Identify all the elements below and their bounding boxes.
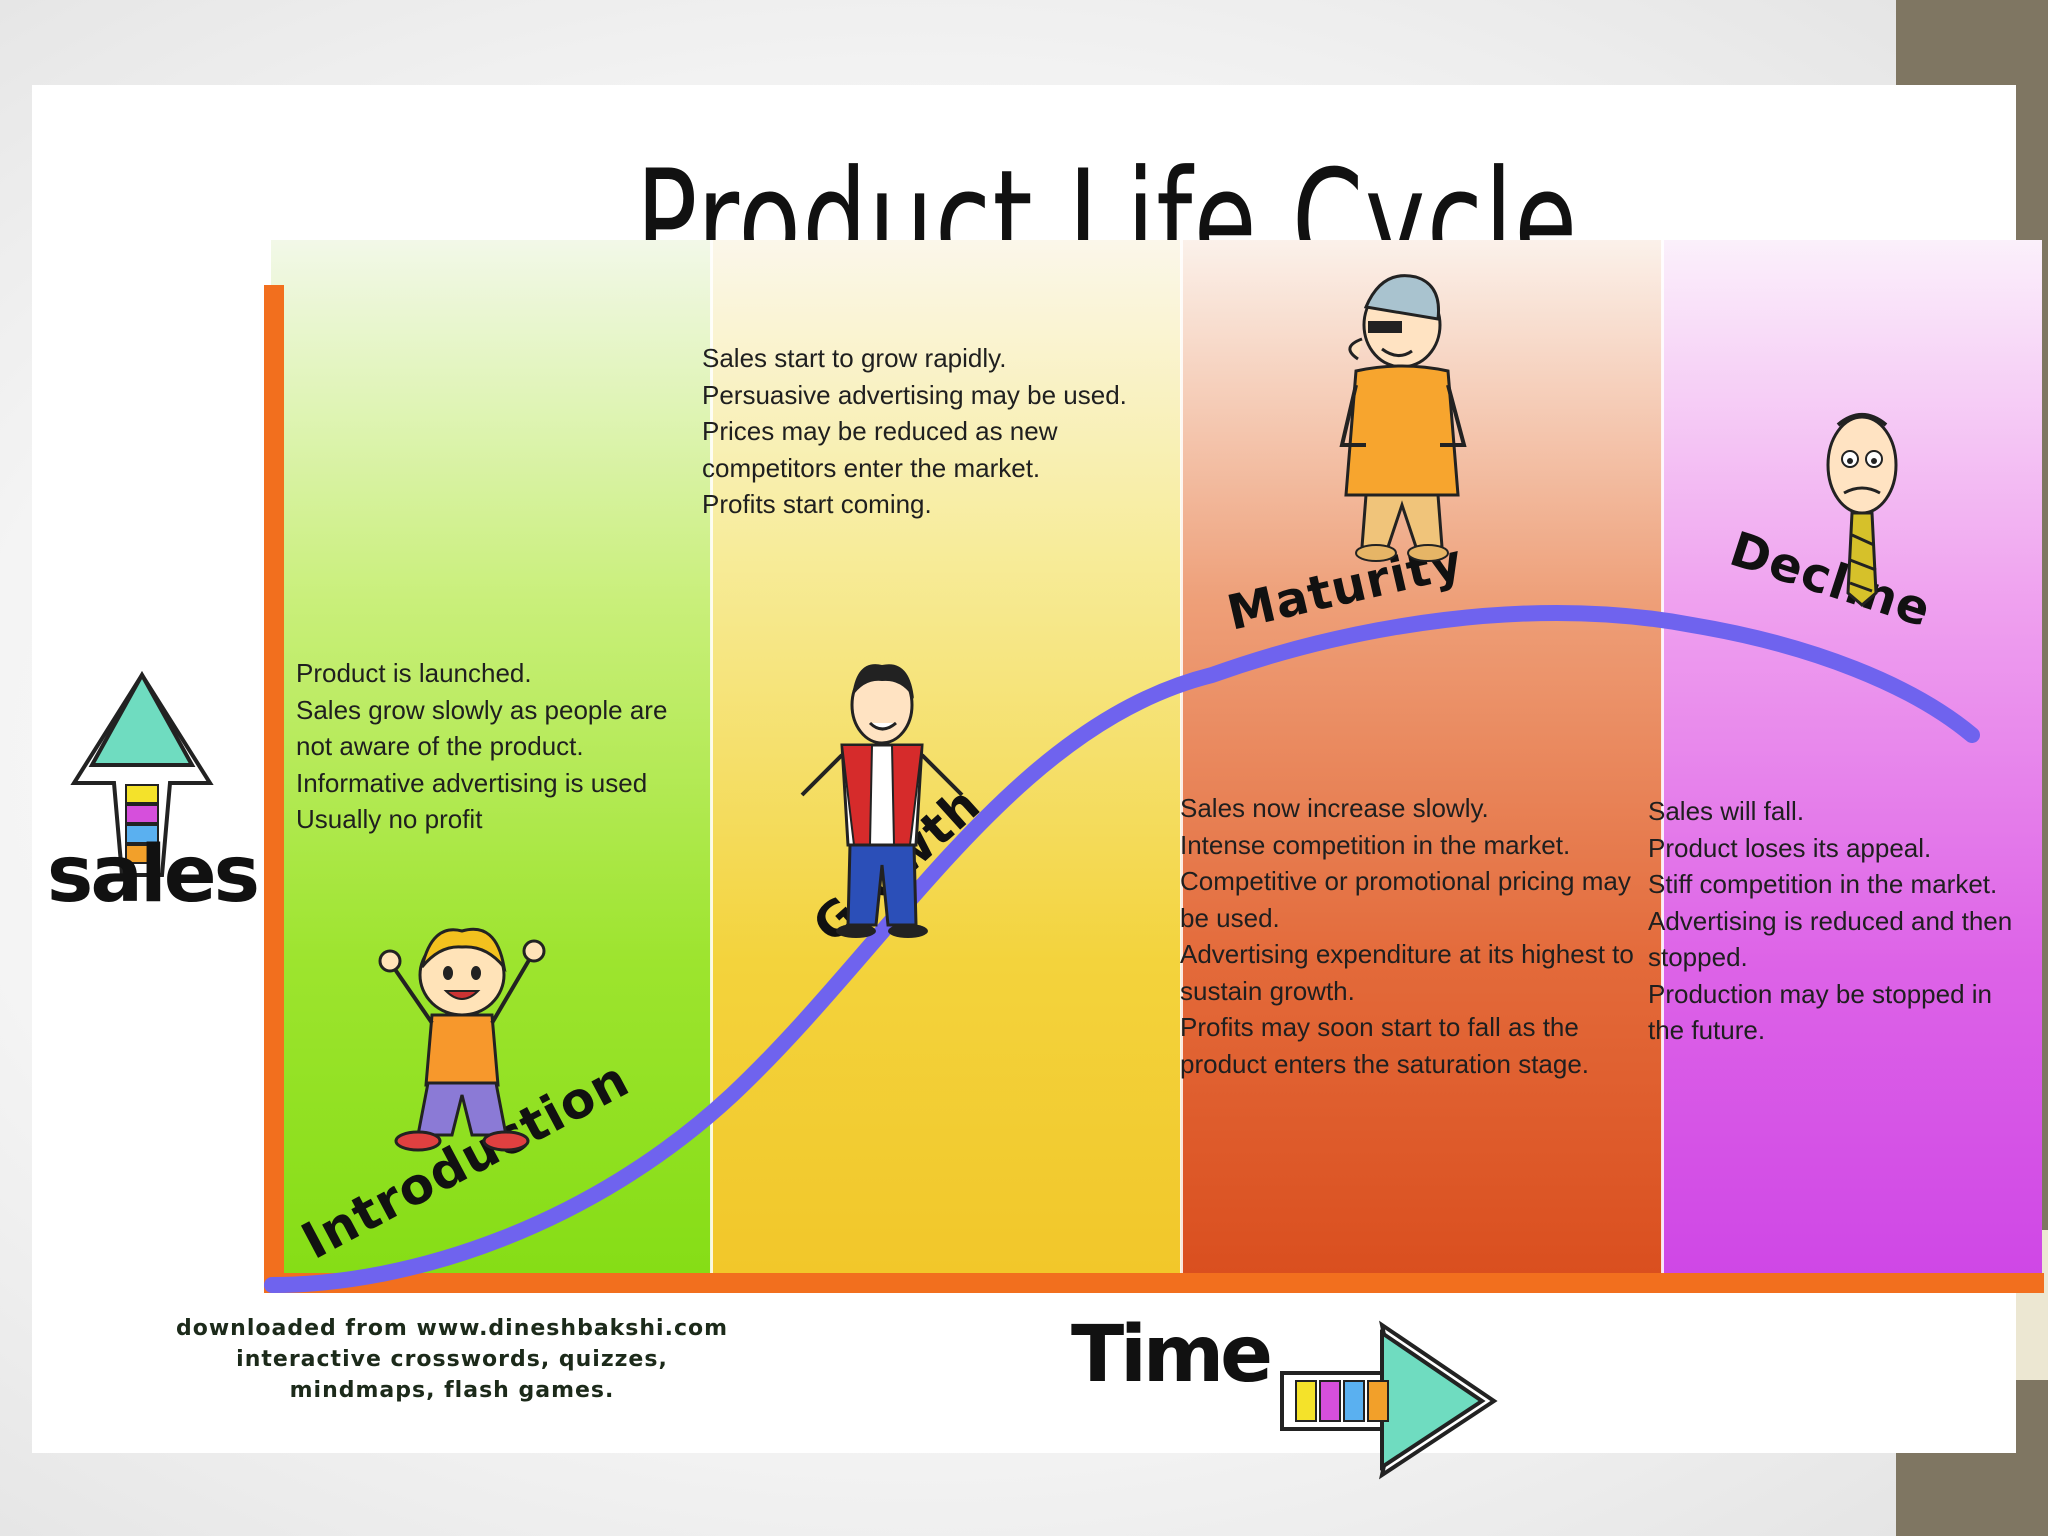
child-cartoon [378,927,546,1152]
maturity-description: Sales now increase slowly. Intense compe… [1180,793,1634,1079]
x-axis [264,1273,2044,1293]
zone-divider [710,240,713,1273]
right-arrow-icon [1280,1320,1498,1480]
zone-decline [1662,240,2042,1273]
zone-divider [1180,240,1183,1273]
growth-description: Sales start to grow rapidly. Persuasive … [702,343,1127,519]
up-arrow-icon [70,670,214,877]
introduction-description: Product is launched. Sales grow slowly a… [296,658,668,834]
old-man-cartoon [1339,274,1467,562]
zone-growth [711,240,1181,1273]
young-man-cartoon [800,664,964,938]
zone-divider [1661,240,1664,1273]
credit-line: interactive crosswords, quizzes, [236,1347,668,1372]
stage-label-decline: Decline [1723,521,1938,638]
y-axis [264,285,284,1293]
x-axis-label: Time [1070,1310,1273,1400]
decline-description: Sales will fall. Product loses its appea… [1648,796,2013,1045]
credit-line: downloaded from www.dineshbakshi.com [175,1316,729,1341]
credit-line: mindmaps, flash games. [289,1378,615,1403]
y-axis-label: sales [46,830,260,920]
sales-curve [264,605,1980,1293]
worried-man-cartoon [1826,413,1898,607]
credit-text: downloaded from www.dineshbakshi.com int… [112,1313,792,1406]
life-cycle-diagram: Introduction Growth Maturity Decline [70,274,1980,1480]
slide: Product Life Cycle Product is launched. … [32,85,2044,1480]
